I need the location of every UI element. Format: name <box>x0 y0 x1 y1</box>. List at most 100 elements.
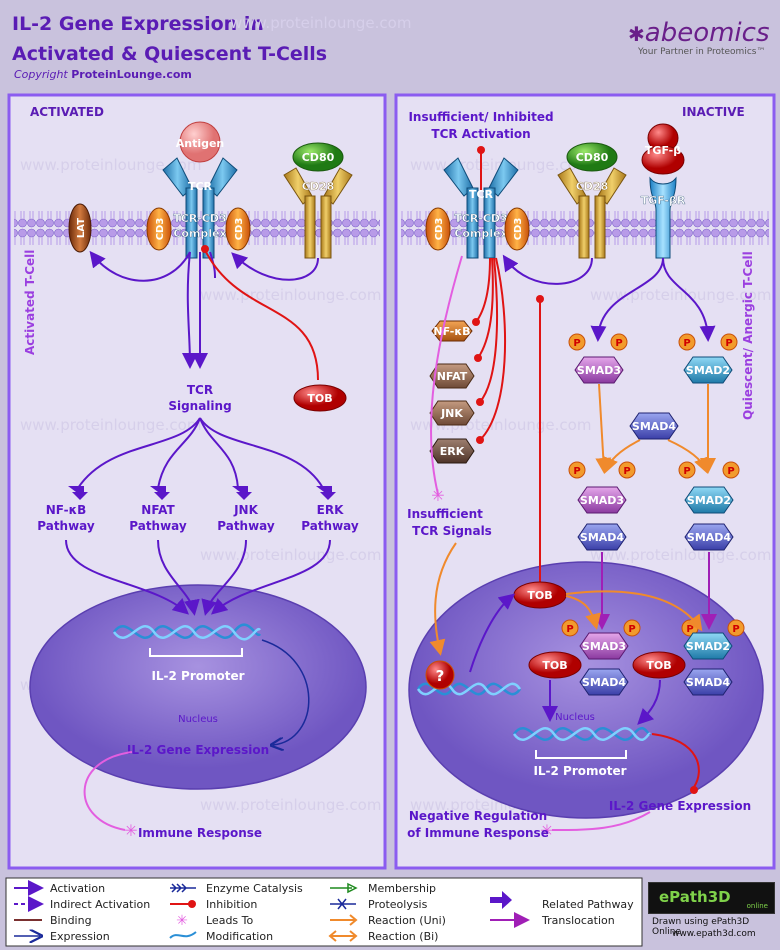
nfat-to-promoter-arrow <box>157 539 200 616</box>
left-cd3-a <box>146 207 172 251</box>
smad2-label: SMAD2 <box>686 364 730 377</box>
pathway-name-jnk: JNK <box>233 503 259 517</box>
tgf-beta-label: TGF-β <box>645 144 681 157</box>
enzyme-catalysis-legend-icon <box>170 883 196 893</box>
inhibition-legend-dot-icon <box>188 900 196 908</box>
pathway-name-nfat: NFAT <box>141 503 175 517</box>
legend-binding: Binding <box>50 914 92 927</box>
smad4-free <box>629 412 679 440</box>
right-dna-helix <box>512 727 652 741</box>
tob-to-smad2-arrow <box>565 590 703 632</box>
tcr-signaling-label-1: TCR <box>187 383 213 397</box>
right-cd28-label: CD28 <box>576 180 609 193</box>
negative-regulation-label-2: of Immune Response <box>407 826 549 840</box>
nfkb-to-promoter-arrow <box>65 539 189 615</box>
tcr-to-lat-arrow <box>89 250 191 282</box>
antigen <box>179 121 221 163</box>
tob-to-smad3-arrow <box>565 595 601 630</box>
jnk-kinase <box>429 400 475 426</box>
right-tcr-cd3-label: TCR-CD3 <box>454 212 507 225</box>
svg-text:P: P <box>623 466 630 477</box>
right-cd80-label: CD80 <box>576 151 609 164</box>
tob-label: TOB <box>542 659 567 672</box>
abeomics-logo: ✱abeomics <box>628 18 770 48</box>
reaction-uni-legend-icon <box>330 914 358 926</box>
inhibition-end-icon <box>690 786 698 794</box>
leads-to-legend-icon: ✳ <box>176 913 188 929</box>
erk-to-promoter-arrow <box>211 539 331 615</box>
svg-text:P: P <box>615 338 622 349</box>
tgf-beta <box>641 123 685 175</box>
smad4-label: SMAD4 <box>687 531 732 544</box>
smad4-complex-a <box>577 523 627 551</box>
insufficient-signals-label-1: Insufficient <box>407 507 483 521</box>
leads-to-icon: ✳ <box>540 821 553 840</box>
cd3-label: CD3 <box>434 218 445 241</box>
smad3-label: SMAD3 <box>582 640 626 653</box>
smad4-label: SMAD4 <box>686 676 731 689</box>
leads-to-icon: ✳ <box>124 821 137 840</box>
pathway-word: Pathway <box>37 519 95 533</box>
tob-smad3-bound <box>528 651 582 679</box>
watermark: www.proteinlounge.com <box>590 546 771 564</box>
phospho-badge: P <box>568 461 586 479</box>
smad2-cytoplasm <box>683 356 733 384</box>
erk-kinase-label: ERK <box>440 445 465 458</box>
legend-indirect-activation: Indirect Activation <box>50 898 150 911</box>
svg-text:P: P <box>628 624 635 635</box>
nfat-kinase-label: NFAT <box>437 370 468 383</box>
left-cd80 <box>292 142 344 172</box>
tob-smad2-bound <box>632 651 686 679</box>
tcr-signaling-label-2: Signaling <box>168 399 231 413</box>
logo-tagline: Your Partner in Proteomics™ <box>638 47 766 57</box>
insufficient-signals-line <box>430 255 463 495</box>
phospho-badge: P <box>720 333 738 351</box>
logo-mark-icon: ✱ <box>628 22 645 46</box>
nuclear-tob-label: TOB <box>527 589 552 602</box>
nfkb-kinase-label: NF-κB <box>433 325 470 338</box>
smad2-label: SMAD2 <box>686 640 730 653</box>
proteolysis-legend-icon <box>330 898 356 910</box>
right-promoter-label: IL-2 Promoter <box>533 764 626 778</box>
legend-activation: Activation <box>50 882 105 895</box>
copyright: Copyright ProteinLounge.com <box>14 68 192 81</box>
smad4-complex-b <box>684 523 734 551</box>
legend-enzyme-catalysis: Enzyme Catalysis <box>206 882 303 895</box>
legend-reaction-bi: Reaction (Bi) <box>368 930 438 943</box>
pathway-word: Pathway <box>129 519 187 533</box>
watermark: www.proteinlounge.com <box>230 14 411 32</box>
right-gene-expression-label: IL-2 Gene Expression <box>609 799 751 813</box>
tgf-beta-receptor <box>649 176 677 259</box>
right-complex-label: Complex <box>454 227 507 240</box>
watermark: www.proteinlounge.com <box>200 546 381 564</box>
negative-regulation-label-1: Negative Regulation <box>409 809 547 823</box>
title-line-1: IL-2 Gene Expression in <box>12 13 264 35</box>
svg-text:P: P <box>727 466 734 477</box>
watermark: www.proteinlounge.com <box>20 416 201 434</box>
phospho-badge: P <box>727 619 745 637</box>
left-tcr-cd3-label: TCR-CD3 <box>173 212 226 225</box>
smad3-reaction-arrow <box>595 383 612 474</box>
left-gene-expression-label: IL-2 Gene Expression <box>127 743 269 757</box>
legend-reaction-uni: Reaction (Uni) <box>368 914 446 927</box>
activated-label: ACTIVATED <box>30 105 104 119</box>
smad3-complex <box>577 486 627 514</box>
activated-tcell-label: Activated T-Cell <box>23 250 37 355</box>
svg-text:P: P <box>732 624 739 635</box>
tgfbr-to-smad2-arrow <box>662 257 716 342</box>
expression-inhibition-line <box>651 733 700 788</box>
pathway-name-erk: ERK <box>317 503 344 517</box>
svg-text:P: P <box>683 466 690 477</box>
smad4-to-smad3-arrow <box>603 439 641 474</box>
right-nucleus-label: Nucleus <box>555 712 595 723</box>
smad4-to-smad2-arrow <box>667 439 709 474</box>
legend-modification: Modification <box>206 930 273 943</box>
smad4-label: SMAD4 <box>632 420 677 433</box>
unknown-to-tob-arrow <box>469 593 516 673</box>
pathway-branches <box>77 417 324 489</box>
lat-label: LAT <box>76 218 87 238</box>
left-dna-helix <box>112 623 262 641</box>
right-tcr-receptor <box>443 157 519 259</box>
cd3-label: CD3 <box>513 218 524 241</box>
